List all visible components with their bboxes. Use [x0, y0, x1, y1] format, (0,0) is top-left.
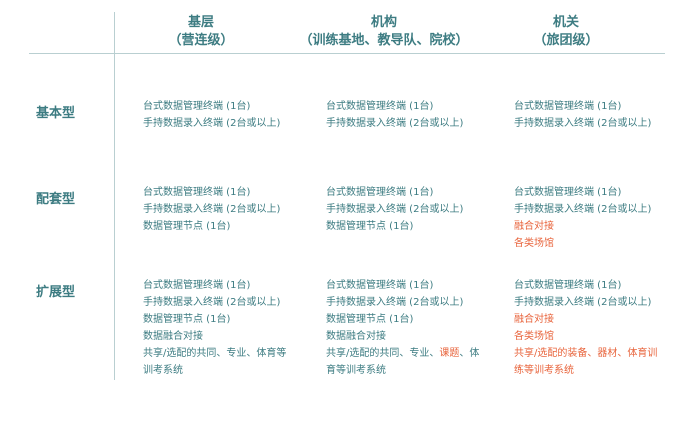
cell-extended-grassroots: 台式数据管理终端 (1台) 手持数据录入终端 (2台或以上) 数据管理节点 (1…	[143, 277, 313, 379]
list-item: 台式数据管理终端 (1台)	[143, 280, 251, 291]
list-item-text: 共享/选配的共同、专业、	[326, 348, 440, 359]
list-item: 育等训考系统	[326, 365, 386, 376]
cell-basic-agency: 台式数据管理终端 (1台) 手持数据录入终端 (2台或以上)	[514, 98, 674, 132]
cell-matching-agency: 台式数据管理终端 (1台) 手持数据录入终端 (2台或以上) 融合对接 各类场馆	[514, 184, 674, 252]
list-item: 手持数据录入终端 (2台或以上)	[326, 204, 464, 215]
label-divider	[114, 12, 115, 380]
column-title: 基层	[187, 15, 214, 30]
cell-extended-agency: 台式数据管理终端 (1台) 手持数据录入终端 (2台或以上) 融合对接 各类场馆…	[514, 277, 674, 379]
list-item-highlight: 共享/选配的装备、器材、体育训	[514, 348, 658, 359]
list-item: 数据管理节点 (1台)	[143, 314, 231, 325]
list-item: 数据管理节点 (1台)	[326, 221, 414, 232]
column-header-institution: 机构 （训练基地、教导队、院校）	[289, 14, 479, 50]
list-item-text: 、体	[459, 348, 480, 359]
list-item-highlight: 融合对接	[514, 221, 554, 232]
list-item: 手持数据录入终端 (2台或以上)	[514, 118, 652, 129]
list-item: 台式数据管理终端 (1台)	[143, 101, 251, 112]
list-item: 数据融合对接	[143, 331, 203, 342]
list-item: 共享/选配的共同、专业、课题、体	[326, 345, 486, 362]
list-item: 数据管理节点 (1台)	[143, 221, 231, 232]
column-subtitle: （训练基地、教导队、院校）	[299, 33, 469, 48]
list-item-highlight: 各类场馆	[514, 331, 554, 342]
list-item: 手持数据录入终端 (2台或以上)	[143, 118, 281, 129]
list-item: 共享/选配的共同、专业、体育等	[143, 348, 287, 359]
list-item: 数据管理节点 (1台)	[326, 314, 414, 325]
header-divider	[29, 53, 665, 54]
list-item-highlight: 练等训考系统	[514, 365, 574, 376]
row-label-extended: 扩展型	[36, 285, 76, 300]
list-item: 手持数据录入终端 (2台或以上)	[143, 204, 281, 215]
list-item-highlight: 融合对接	[514, 314, 554, 325]
row-label-matching: 配套型	[36, 192, 76, 207]
list-item: 数据融合对接	[326, 331, 386, 342]
list-item: 手持数据录入终端 (2台或以上)	[143, 297, 281, 308]
list-item: 训考系统	[143, 365, 183, 376]
cell-basic-grassroots: 台式数据管理终端 (1台) 手持数据录入终端 (2台或以上)	[143, 98, 313, 132]
list-item: 台式数据管理终端 (1台)	[514, 101, 622, 112]
list-item-highlight: 各类场馆	[514, 238, 554, 249]
highlight-text: 课题	[439, 348, 460, 359]
cell-matching-grassroots: 台式数据管理终端 (1台) 手持数据录入终端 (2台或以上) 数据管理节点 (1…	[143, 184, 313, 235]
list-item: 手持数据录入终端 (2台或以上)	[326, 297, 464, 308]
list-item: 台式数据管理终端 (1台)	[326, 280, 434, 291]
row-label-basic: 基本型	[36, 106, 76, 121]
list-item: 台式数据管理终端 (1台)	[326, 101, 434, 112]
list-item: 手持数据录入终端 (2台或以上)	[326, 118, 464, 129]
cell-matching-institution: 台式数据管理终端 (1台) 手持数据录入终端 (2台或以上) 数据管理节点 (1…	[326, 184, 486, 235]
list-item: 台式数据管理终端 (1台)	[514, 280, 622, 291]
cell-extended-institution: 台式数据管理终端 (1台) 手持数据录入终端 (2台或以上) 数据管理节点 (1…	[326, 277, 486, 379]
list-item: 手持数据录入终端 (2台或以上)	[514, 204, 652, 215]
column-title: 机构	[370, 15, 397, 30]
list-item: 台式数据管理终端 (1台)	[514, 187, 622, 198]
column-header-grassroots: 基层 （营连级）	[106, 14, 296, 50]
column-subtitle: （营连级）	[168, 33, 234, 48]
column-subtitle: （旅团级）	[533, 33, 599, 48]
column-header-agency: 机关 （旅团级）	[471, 14, 661, 50]
list-item: 台式数据管理终端 (1台)	[143, 187, 251, 198]
list-item: 手持数据录入终端 (2台或以上)	[514, 297, 652, 308]
cell-basic-institution: 台式数据管理终端 (1台) 手持数据录入终端 (2台或以上)	[326, 98, 486, 132]
list-item: 台式数据管理终端 (1台)	[326, 187, 434, 198]
column-title: 机关	[552, 15, 579, 30]
